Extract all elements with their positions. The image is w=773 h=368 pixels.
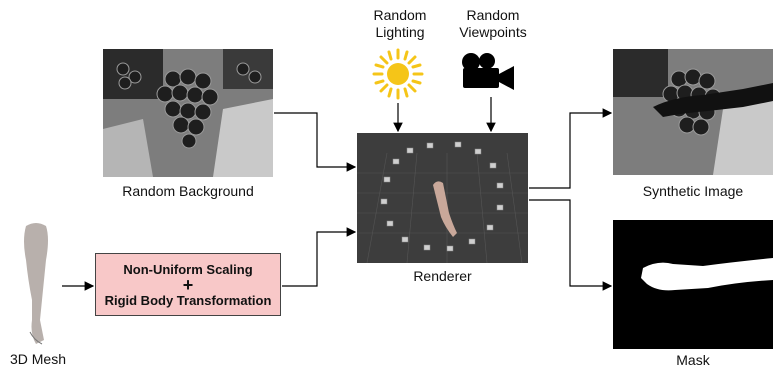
- transform-box: Non-Uniform Scaling + Rigid Body Transfo…: [95, 253, 281, 316]
- renderer-image: [357, 133, 528, 263]
- random-lighting-line1: Random: [373, 7, 427, 23]
- transform-plus: +: [182, 274, 194, 295]
- random-viewpoints-line1: Random: [466, 7, 520, 23]
- random-lighting-label: Random Lighting: [364, 7, 436, 41]
- mesh-label: 3D Mesh: [9, 351, 67, 367]
- arrow-background-to-renderer: [274, 112, 357, 172]
- camera-icon: [462, 53, 514, 90]
- mesh-arm-figure: [24, 223, 48, 345]
- synthetic-image: [613, 49, 773, 175]
- arrow-transform-to-renderer: [282, 227, 357, 287]
- random-background-image: [103, 49, 273, 177]
- random-viewpoints-line2: Viewpoints: [459, 24, 527, 40]
- random-background-label: Random Background: [122, 183, 254, 199]
- renderer-label: Renderer: [413, 268, 472, 284]
- synthetic-image-label: Synthetic Image: [642, 183, 744, 199]
- arrow-renderer-to-mask: [529, 199, 613, 291]
- mask-label: Mask: [676, 352, 710, 368]
- random-lighting-line2: Lighting: [375, 24, 425, 40]
- transform-line2: Rigid Body Transformation: [104, 292, 272, 308]
- sun-icon: [372, 48, 424, 100]
- transform-line1: Non-Uniform Scaling: [123, 261, 253, 277]
- mask-image: [613, 220, 773, 349]
- arrow-renderer-to-synthetic: [529, 108, 613, 189]
- random-viewpoints-label: Random Viewpoints: [448, 7, 538, 41]
